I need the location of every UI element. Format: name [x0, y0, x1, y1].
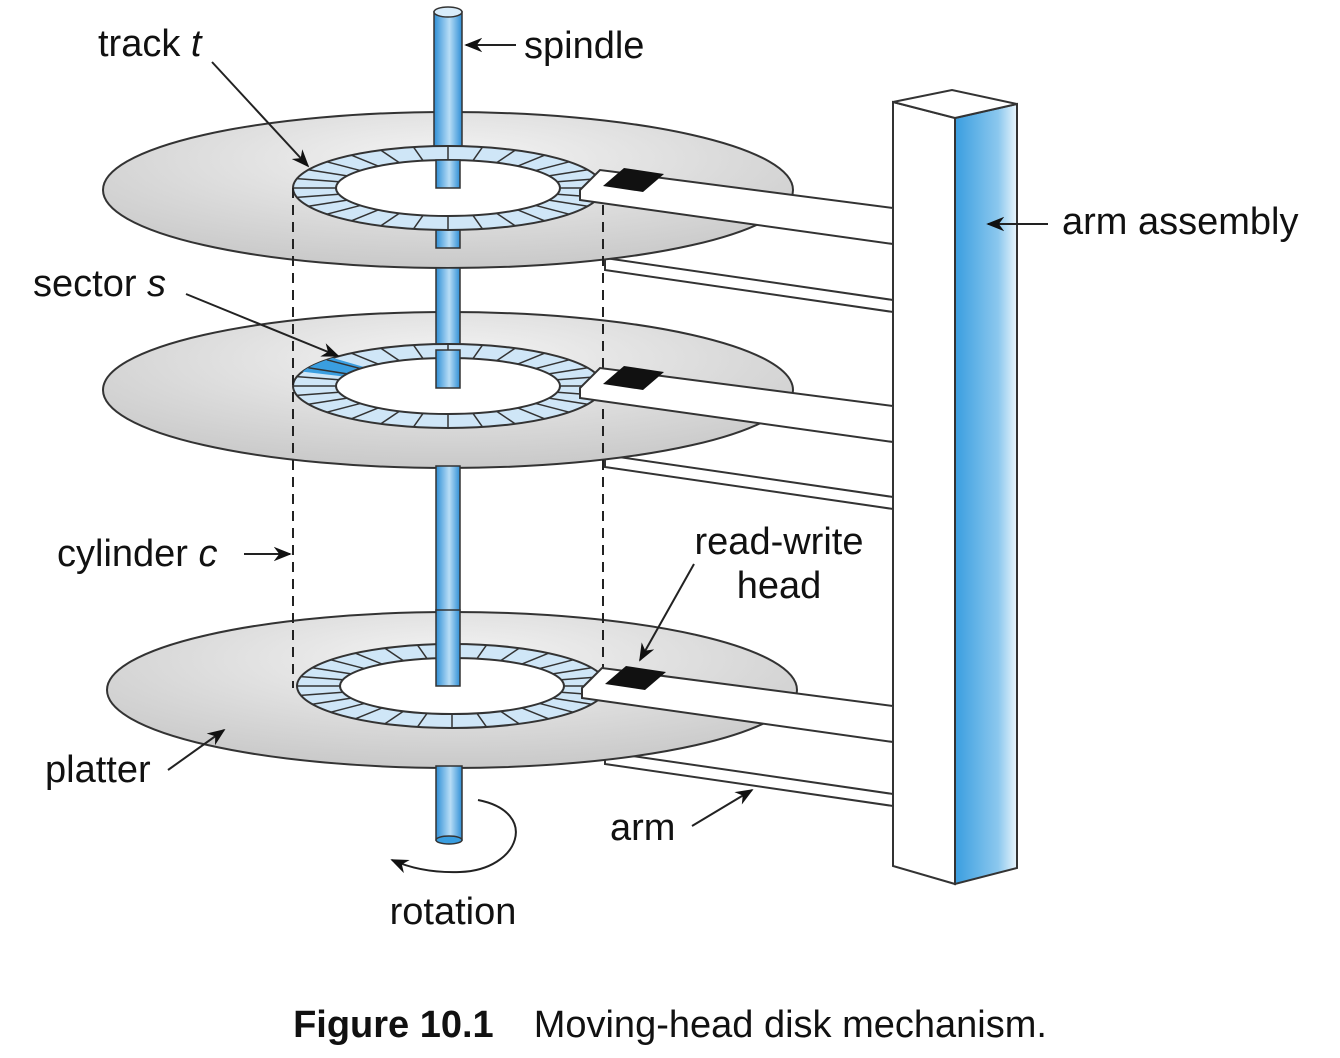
sector-divider [472, 214, 484, 230]
sector-divider [476, 644, 488, 660]
sector-divider [496, 347, 516, 362]
sector-divider [548, 367, 588, 375]
sector-divider [535, 402, 570, 413]
sector-divider [380, 347, 400, 362]
head-2 [603, 366, 664, 390]
sector-divider [412, 146, 424, 162]
sector-divider [472, 146, 484, 162]
sector-divider [412, 344, 424, 360]
sector-divider [296, 177, 339, 183]
sector-divider [351, 407, 379, 420]
sector-divider [351, 352, 379, 365]
sector-divider [308, 397, 348, 405]
sector-divider [552, 697, 592, 705]
sector-divider [412, 214, 424, 230]
label-read-write-head-line1: read-write [695, 521, 864, 563]
sector-divider [472, 344, 484, 360]
figure-title: Moving-head disk mechanism. [533, 1004, 1047, 1046]
sector-divider [296, 375, 339, 381]
sector-divider [521, 652, 549, 665]
head-1 [603, 168, 664, 192]
sector-divider [535, 204, 570, 215]
sector-divider [521, 707, 549, 720]
sector-divider [517, 407, 545, 420]
sector-divider [296, 391, 339, 397]
sector-divider [517, 154, 545, 167]
sector-divider [384, 710, 404, 725]
sector-divider [500, 647, 520, 662]
label-arm: arm [610, 807, 675, 849]
sector-divider [308, 199, 348, 207]
sector-divider [380, 212, 400, 227]
rotation-arrow [390, 799, 517, 874]
lower-arms [604, 256, 894, 808]
sector-divider [548, 397, 588, 405]
sector-divider [326, 204, 361, 215]
sector-divider [548, 169, 588, 177]
read-write-heads [603, 168, 666, 690]
sector-divider [384, 647, 404, 662]
sector-divider [517, 352, 545, 365]
label-rotation: rotation [390, 891, 517, 933]
sector-divider [308, 367, 348, 375]
sector-divider [476, 712, 488, 728]
sector-divider [380, 149, 400, 164]
label-spindle: spindle [524, 25, 644, 67]
figure-caption: Figure 10.1 Moving-head disk mechanism. [0, 1004, 1340, 1047]
sector-divider [300, 675, 343, 681]
spindle-mid [435, 465, 461, 617]
sector-divider [416, 712, 428, 728]
arm-assembly [892, 88, 1018, 886]
label-platter: platter [45, 749, 151, 791]
sector-divider [500, 710, 520, 725]
sector-divider [535, 359, 570, 370]
label-sector: sector s [33, 263, 166, 305]
sector-divider [326, 359, 361, 370]
sector-divider [412, 412, 424, 428]
sector-divider [380, 410, 400, 425]
label-read-write-head-line2: head [737, 565, 822, 607]
sector-divider [296, 193, 339, 199]
sector-divider [496, 149, 516, 164]
label-arm-assembly: arm assembly [1062, 201, 1299, 243]
sector-divider [548, 199, 588, 207]
figure-number: Figure 10.1 [293, 1004, 494, 1046]
cylinder-dashes [292, 188, 604, 688]
sector-divider [330, 702, 365, 713]
sector-divider [535, 161, 570, 172]
sector-divider [326, 161, 361, 172]
sector-divider [312, 697, 352, 705]
label-cylinder: cylinder c [57, 533, 218, 575]
sector-divider [539, 702, 574, 713]
sector-divider [517, 209, 545, 222]
sector-divider [416, 644, 428, 660]
head-3 [605, 666, 666, 690]
sector-divider [330, 659, 365, 670]
sector-divider [552, 667, 592, 675]
sector-divider [300, 691, 343, 697]
upper-arms [579, 168, 894, 744]
sector-divider [539, 659, 574, 670]
sector-divider [312, 667, 352, 675]
sector-divider [472, 412, 484, 428]
sector-divider [308, 169, 348, 177]
label-track: track t [98, 23, 203, 65]
sector-divider [355, 707, 383, 720]
leader-lines [167, 37, 1048, 827]
sector-divider [351, 209, 379, 222]
sector-divider [355, 652, 383, 665]
sector-divider [351, 154, 379, 167]
spindle-inner [435, 159, 461, 687]
sector-divider [496, 410, 516, 425]
sector-divider [496, 212, 516, 227]
sector-divider [326, 402, 361, 413]
